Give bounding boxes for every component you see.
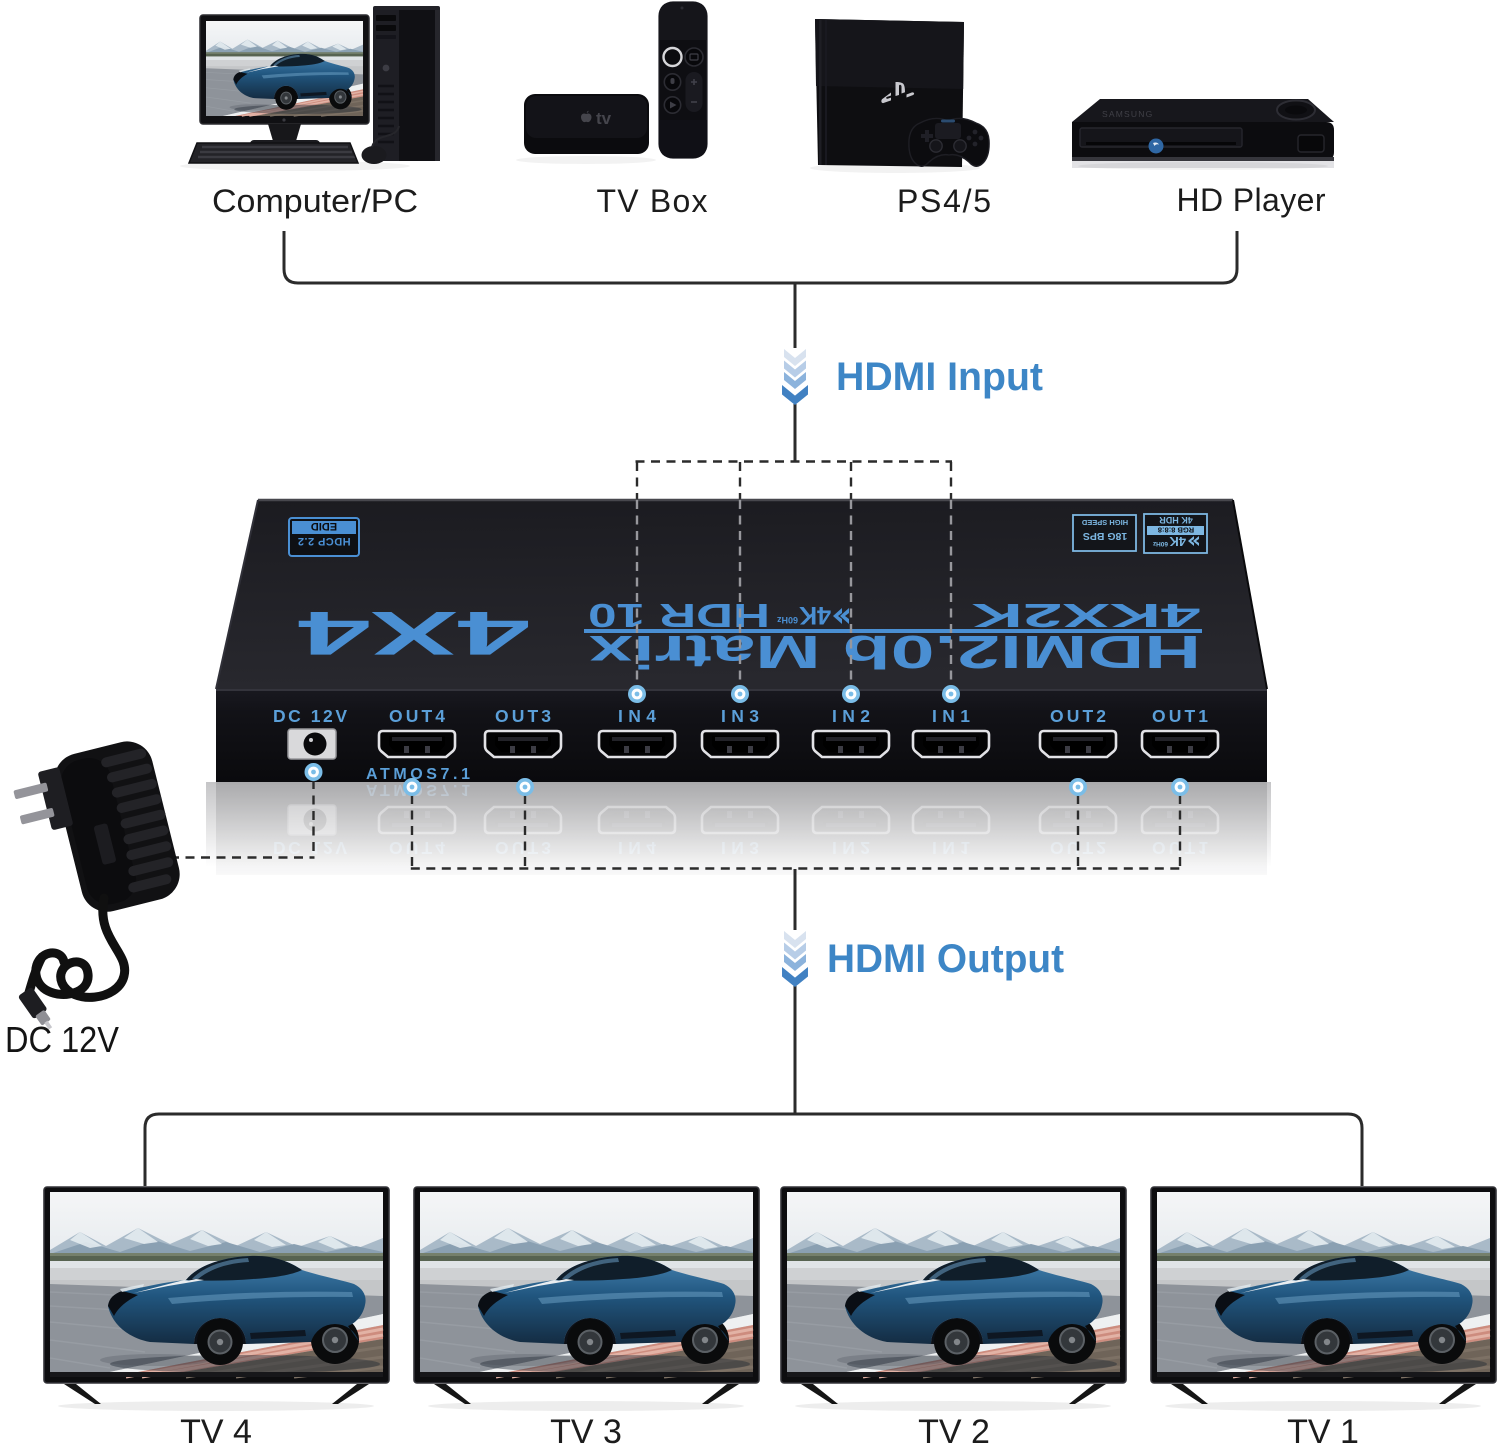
svg-text:IN4: IN4	[618, 706, 656, 726]
svg-text:HDMI2.0b Matrix: HDMI2.0b Matrix	[588, 626, 1201, 678]
svg-text:HDMI Input: HDMI Input	[836, 355, 1043, 399]
svg-text:DC 12V: DC 12V	[5, 1019, 119, 1060]
svg-text:Computer/PC: Computer/PC	[212, 183, 418, 219]
svg-text:IN1: IN1	[932, 706, 970, 726]
svg-text:PS4/5: PS4/5	[897, 183, 991, 219]
svg-text:OUT4: OUT4	[389, 706, 445, 726]
svg-text:4K HDR: 4K HDR	[1159, 515, 1193, 525]
svg-text:OUT1: OUT1	[1152, 706, 1208, 726]
svg-text:TV 1: TV 1	[1287, 1413, 1359, 1448]
svg-text:HD Player: HD Player	[1177, 182, 1326, 218]
svg-text:18G BPS: 18G BPS	[1083, 530, 1127, 542]
svg-text:TV 2: TV 2	[918, 1413, 990, 1448]
svg-text:tv: tv	[596, 109, 612, 128]
svg-text:60Hz: 60Hz	[776, 615, 798, 625]
svg-text:4KX2K: 4KX2K	[971, 597, 1200, 634]
svg-text:4K: 4K	[1169, 534, 1186, 549]
svg-text:DC 12V: DC 12V	[273, 706, 347, 726]
svg-text:SAMSUNG: SAMSUNG	[1102, 109, 1153, 119]
svg-text:60Hz: 60Hz	[1152, 540, 1168, 547]
svg-text:TV 3: TV 3	[550, 1413, 622, 1448]
svg-text:OUT3: OUT3	[495, 706, 551, 726]
svg-text:OUT2: OUT2	[1050, 706, 1106, 726]
svg-text:HIGH SPEED: HIGH SPEED	[1081, 518, 1128, 527]
svg-text:HDMI Output: HDMI Output	[827, 937, 1064, 981]
svg-text:4X4: 4X4	[297, 598, 530, 667]
svg-text:TV Box: TV Box	[597, 183, 708, 219]
svg-text:HDCP 2.2: HDCP 2.2	[297, 535, 350, 547]
svg-text:IN2: IN2	[832, 706, 870, 726]
svg-text:RGB 8:8:8: RGB 8:8:8	[1158, 526, 1194, 535]
svg-text:TV 4: TV 4	[180, 1413, 252, 1448]
svg-text:IN3: IN3	[721, 706, 759, 726]
svg-text:HDR 10: HDR 10	[588, 597, 770, 634]
svg-text:4K: 4K	[799, 601, 831, 629]
svg-text:EDID: EDID	[311, 520, 337, 532]
